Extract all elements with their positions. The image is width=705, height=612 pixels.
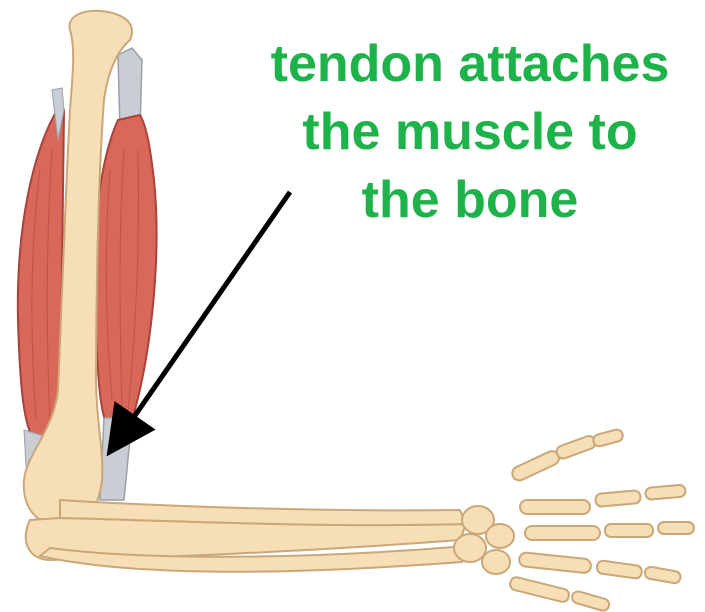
- phalanx: [644, 566, 682, 584]
- phalanx: [645, 485, 686, 500]
- phalanx: [520, 500, 590, 514]
- phalanx: [605, 524, 653, 537]
- phalanx: [525, 526, 600, 540]
- phalanx: [555, 434, 597, 460]
- phalanx: [592, 428, 624, 447]
- phalanx: [519, 552, 592, 573]
- biceps-muscle: [95, 115, 157, 420]
- carpal-bone: [486, 524, 514, 548]
- hand-bones: [454, 428, 694, 612]
- phalanx: [510, 449, 561, 483]
- phalanx: [509, 576, 570, 603]
- caption-line-2: the muscle to: [250, 98, 690, 166]
- phalanx: [658, 522, 694, 534]
- caption-line-3: the bone: [250, 166, 690, 234]
- caption-line-1: tendon attaches: [250, 30, 690, 98]
- carpal-bone: [454, 534, 486, 562]
- phalanx: [596, 560, 642, 579]
- phalanx: [571, 590, 611, 612]
- phalanx: [595, 490, 641, 507]
- tendon-caption: tendon attaches the muscle to the bone: [250, 30, 690, 234]
- carpal-bone: [482, 550, 510, 574]
